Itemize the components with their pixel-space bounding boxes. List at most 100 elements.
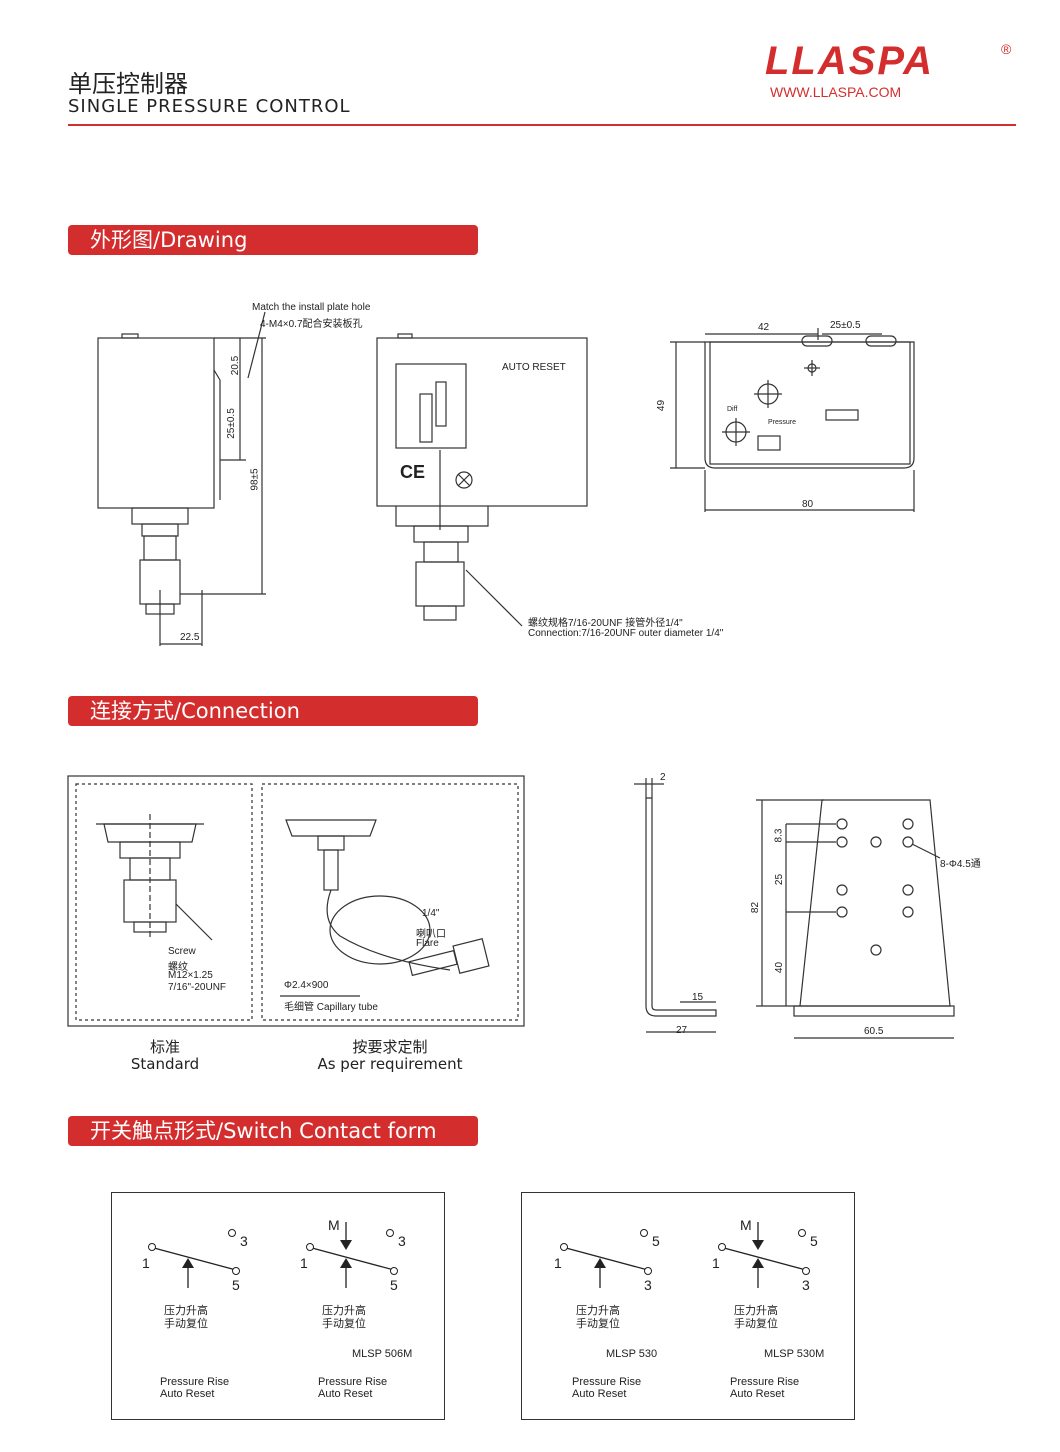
switch-3-cn-line1: 压力升高: [576, 1303, 620, 1317]
capillary-size: Φ2.4×900: [284, 980, 329, 991]
switch-4-manual-arrowhead: [752, 1240, 764, 1250]
plate-dim-8-3: 8.3: [773, 828, 785, 843]
bracket-dim-2: 2: [660, 772, 666, 783]
switch-3-en-line2: Auto Reset: [572, 1388, 626, 1400]
switch-2-terminal-top: [386, 1229, 394, 1237]
switch-2-model: MLSP 506M: [352, 1348, 412, 1360]
connection-note-cn: 螺纹规格7/16-20UNF 接管外径1/4": [528, 618, 683, 629]
switch-box-left: [111, 1192, 445, 1420]
connection-figures: [67, 775, 955, 1039]
switch-4-terminal-bottom: [802, 1267, 810, 1275]
switch-2-en-line1: Pressure Rise: [318, 1376, 387, 1388]
switch-2-manual-label: M: [328, 1217, 340, 1233]
brand-logo-text: LLASPA: [765, 39, 934, 83]
install-note-en: Match the install plate hole: [252, 302, 371, 313]
switch-1-terminal-bottom: [232, 1267, 240, 1275]
switch-3-terminal-common: [560, 1243, 568, 1251]
switch-4-label-common: 1: [712, 1255, 720, 1271]
mounting-plate: [799, 799, 951, 1007]
switch-3-contact-lever: [565, 1247, 649, 1271]
bracket-side: [645, 797, 717, 1017]
plate-dim-40: 40: [774, 961, 786, 974]
flare-cn: 喇叭口: [416, 929, 446, 940]
custom-caption-en: As per requirement: [317, 1055, 463, 1073]
switch-2-label-common: 1: [300, 1255, 308, 1271]
switch-4-contact-lever: [723, 1247, 807, 1271]
switch-3-pressure-arrowhead: [594, 1258, 606, 1268]
dim-80: 80: [802, 499, 814, 510]
plate-dim-60-5: 60.5: [864, 1026, 884, 1037]
switch-1-label-common: 1: [142, 1255, 150, 1271]
diff-label: Diff: [727, 406, 738, 413]
switch-1-en-line1: Pressure Rise: [160, 1376, 229, 1388]
section-banner-connection: 连接方式/Connection: [68, 696, 478, 726]
page-title-cn: 单压控制器: [68, 70, 188, 98]
dim-25: 25±0.5: [225, 408, 237, 439]
bracket-dim-15: 15: [692, 992, 704, 1003]
dim-20-5: 20.5: [230, 355, 242, 376]
switch-2-cn-line2: 手动复位: [322, 1316, 366, 1330]
registered-mark: ®: [1001, 41, 1012, 57]
flare-size: 1/4": [422, 908, 440, 919]
switch-4-manual-label: M: [740, 1217, 752, 1233]
switch-1-cn-line2: 手动复位: [164, 1316, 208, 1330]
dim-49: 49: [656, 399, 668, 412]
switch-1-pressure-arrowhead: [182, 1258, 194, 1268]
switch-4-cn-line1: 压力升高: [734, 1303, 778, 1317]
ce-mark: CE: [400, 462, 426, 482]
switch-2-label-top: 3: [398, 1233, 406, 1249]
switch-2-terminal-common: [306, 1243, 314, 1251]
switch-4-en-line2: Auto Reset: [730, 1388, 784, 1400]
switch-1-terminal-common: [148, 1243, 156, 1251]
switch-2-contact-lever: [311, 1247, 395, 1271]
brand-logo: LLASPA ®: [765, 39, 1012, 83]
top-view-plate: [704, 341, 915, 469]
custom-caption-cn: 按要求定制: [352, 1038, 428, 1056]
flare-en: Flare: [416, 938, 439, 949]
header-divider: [68, 124, 1016, 126]
switch-4-en-line1: Pressure Rise: [730, 1376, 799, 1388]
switch-4-pressure-arrowhead: [752, 1258, 764, 1268]
pressure-label: Pressure: [768, 419, 797, 426]
section-banner-drawing: 外形图/Drawing: [68, 225, 478, 255]
switch-1-label-bottom: 5: [232, 1277, 240, 1293]
screw-thread-unf: 7/16"-20UNF: [168, 982, 227, 993]
plate-holes-note: 8-Φ4.5通: [940, 859, 981, 870]
section-title-connection: 连接方式/Connection: [90, 699, 300, 723]
switch-3-label-bottom: 3: [644, 1277, 652, 1293]
dim-42: 42: [758, 322, 770, 333]
switch-3-model: MLSP 530: [606, 1348, 657, 1360]
plate-dim-25: 25: [774, 873, 786, 886]
switch-3-en-line1: Pressure Rise: [572, 1376, 641, 1388]
switch-1-label-top: 3: [240, 1233, 248, 1249]
switch-3-cn-line2: 手动复位: [576, 1316, 620, 1330]
side-view-body: [97, 337, 215, 509]
standard-caption-en: Standard: [130, 1055, 200, 1073]
website-url[interactable]: WWW.LLASPA.COM: [770, 84, 902, 100]
connection-note-en: Connection:7/16-20UNF outer diameter 1/4…: [528, 628, 724, 639]
install-note-cn: 4-M4×0.7配合安装板孔: [260, 319, 363, 330]
switch-2-label-bottom: 5: [390, 1277, 398, 1293]
switch-2-pressure-arrowhead: [340, 1258, 352, 1268]
switch-1-contact-lever: [153, 1247, 237, 1271]
switch-1-cn-line1: 压力升高: [164, 1303, 208, 1317]
switch-4-label-bottom: 3: [802, 1277, 810, 1293]
dim-22-5: 22.5: [180, 632, 200, 643]
section-title-switch: 开关触点形式/Switch Contact form: [90, 1119, 437, 1143]
auto-reset-label: AUTO RESET: [502, 362, 566, 373]
screw-label-en: Screw: [168, 946, 196, 957]
switch-1-en-line2: Auto Reset: [160, 1388, 214, 1400]
switch-3-terminal-top: [640, 1229, 648, 1237]
plate-dim-82: 82: [750, 901, 762, 914]
page-title-en: SINGLE PRESSURE CONTROL: [68, 96, 351, 117]
switch-2-terminal-bottom: [390, 1267, 398, 1275]
switch-2-en-line2: Auto Reset: [318, 1388, 372, 1400]
standard-caption-cn: 标准: [149, 1038, 180, 1056]
connection-frame: [67, 775, 525, 1027]
screw-thread-m: M12×1.25: [168, 970, 213, 981]
screw-label-cn: 螺纹: [168, 962, 188, 973]
switch-1-terminal-top: [228, 1229, 236, 1237]
bracket-dim-27: 27: [676, 1025, 688, 1036]
section-title-drawing: 外形图/Drawing: [90, 228, 248, 252]
switch-4-model: MLSP 530M: [764, 1348, 824, 1360]
